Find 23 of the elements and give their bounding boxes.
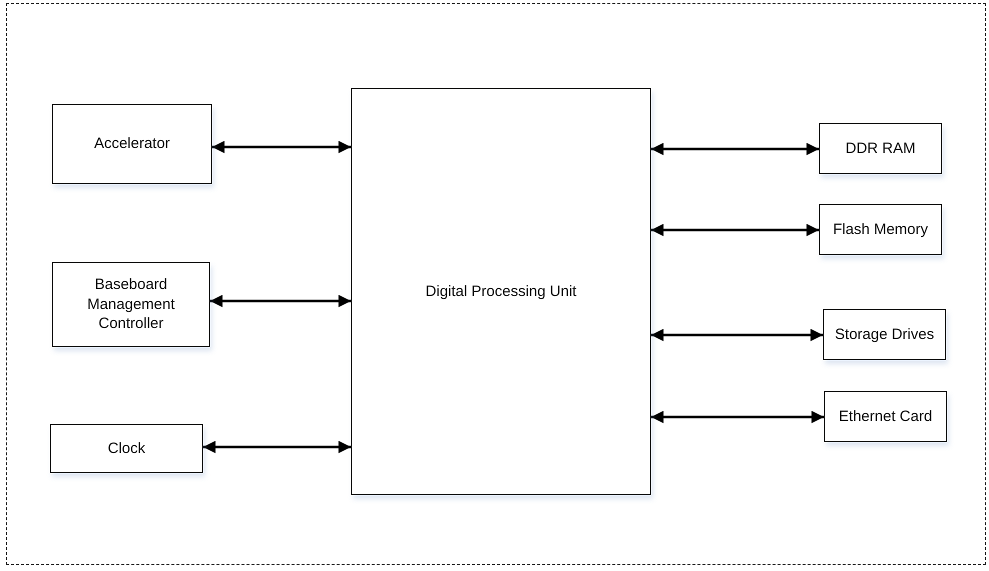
box-label: Flash Memory [832, 220, 928, 240]
component-box [824, 391, 947, 442]
double-arrow [212, 140, 351, 154]
box-label: Baseboard Management Controller [86, 275, 176, 334]
double-arrow [203, 440, 351, 454]
box-label: Clock [108, 438, 146, 458]
component-box [819, 123, 942, 174]
component-box [50, 424, 203, 473]
component-box [819, 204, 942, 255]
component-box [52, 262, 210, 347]
component-box [52, 104, 212, 184]
box-label: Storage Drives [834, 324, 934, 344]
box-label: Accelerator [94, 134, 170, 154]
component-box [823, 309, 946, 360]
double-arrow [651, 224, 819, 236]
double-arrow [651, 410, 824, 424]
double-arrow [210, 294, 351, 308]
box-label: DDR RAM [846, 138, 916, 158]
double-arrow [651, 142, 819, 156]
double-arrow [651, 328, 823, 342]
processor-block [351, 88, 651, 495]
box-label: Digital Processing Unit [426, 282, 576, 302]
box-label: Ethernet Card [838, 406, 932, 426]
